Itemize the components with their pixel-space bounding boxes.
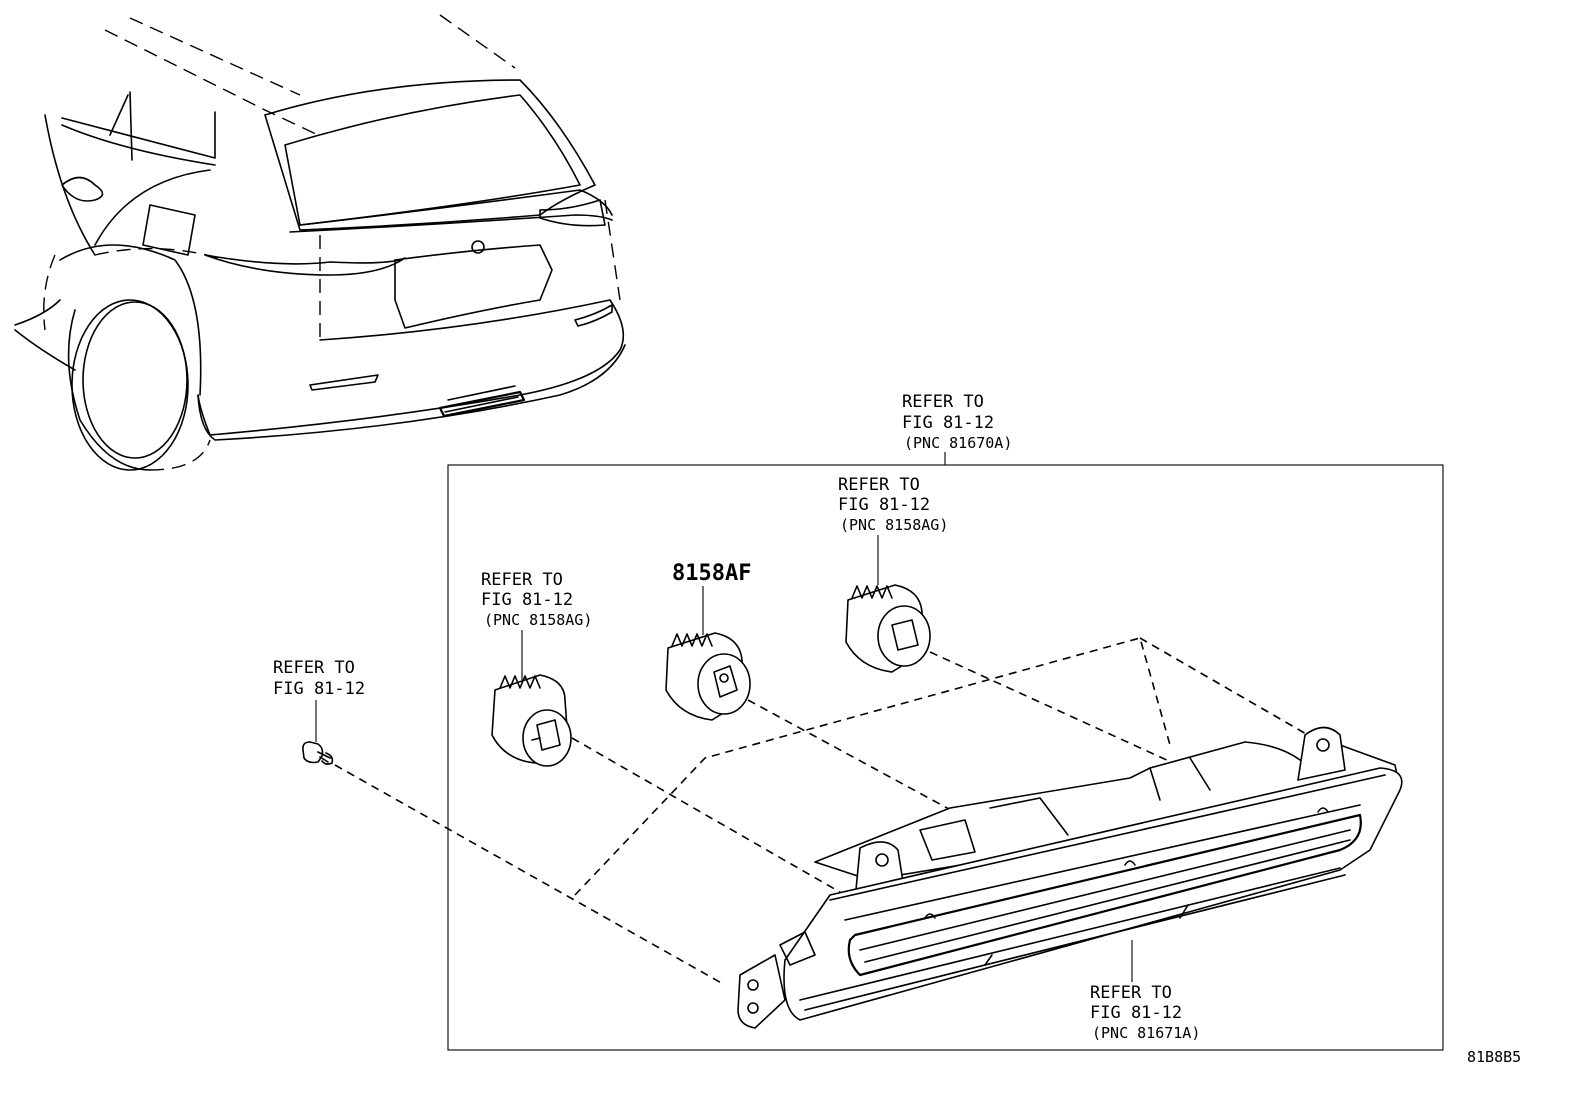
lens-ref-line1: REFER TO [1090, 983, 1172, 1003]
rear-fog-lamp-assembly [737, 726, 1403, 1029]
outer-ref-line1: REFER TO [902, 392, 984, 412]
socket-right-ref-line3: (PNC 8158AG) [840, 516, 948, 534]
outer-ref-line2: FIG 81-12 [902, 413, 994, 433]
socket-right-ref-line1: REFER TO [838, 475, 920, 495]
rear-fog-lamp-thumbnail [438, 385, 526, 418]
screw-ref-line1: REFER TO [273, 658, 355, 678]
socket-right-ref-line2: FIG 81-12 [838, 495, 930, 515]
bulb-socket-left [491, 674, 572, 767]
socket-left-ref-line1: REFER TO [481, 570, 563, 590]
lens-ref-line2: FIG 81-12 [1090, 1003, 1182, 1023]
vehicle-rear-illustration [14, 14, 626, 471]
figure-code: 81B8B5 [1467, 1048, 1521, 1066]
socket-left-ref-line2: FIG 81-12 [481, 590, 573, 610]
screw-label: REFER TO FIG 81-12 [273, 658, 365, 742]
lens-ref-line3: (PNC 81671A) [1092, 1024, 1200, 1042]
bulb-socket-right [845, 584, 931, 673]
bulb-socket-center [665, 632, 751, 721]
outer-ref-line3: (PNC 81670A) [904, 434, 1012, 452]
outer-assembly-label: REFER TO FIG 81-12 (PNC 81670A) [902, 392, 1012, 465]
lens-label: REFER TO FIG 81-12 (PNC 81671A) [1090, 940, 1200, 1042]
screw-ref-line2: FIG 81-12 [273, 679, 365, 699]
socket-center-label: 8158AF [672, 561, 751, 635]
socket-left-ref-line3: (PNC 8158AG) [484, 611, 592, 629]
socket-left-label: REFER TO FIG 81-12 (PNC 8158AG) [481, 570, 592, 680]
screw-icon [302, 741, 334, 765]
socket-center-part-number: 8158AF [672, 561, 751, 586]
socket-right-label: REFER TO FIG 81-12 (PNC 8158AG) [838, 475, 948, 585]
